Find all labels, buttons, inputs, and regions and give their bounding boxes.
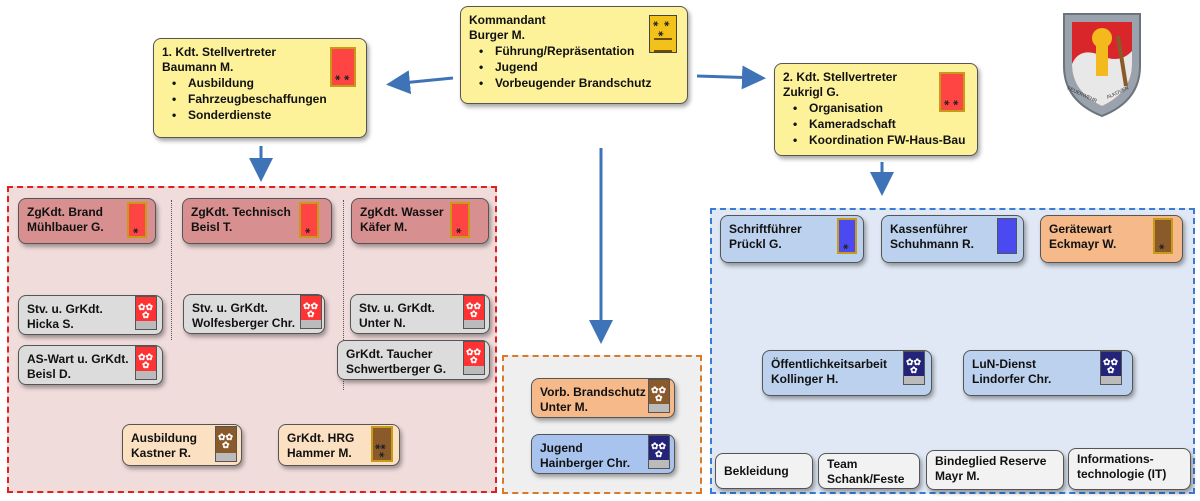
deputy1-title: 1. Kdt. Stellvertreter	[162, 45, 277, 59]
aswart-box[interactable]: AS-Wart u. GrKdt. Beisl D. ✿✿✿	[18, 345, 163, 385]
commander-duty: Vorbeugender Brandschutz	[479, 75, 679, 91]
fire-department-logo: FEUERWEHR ALKOVEN	[1060, 6, 1144, 118]
deputy1-name: Baumann M.	[162, 60, 234, 74]
rank-badge-blue	[997, 218, 1017, 254]
zug-technisch-box[interactable]: ZgKdt. Technisch Beisl T. ⚹	[182, 198, 332, 244]
separator-line	[343, 200, 344, 390]
commander-duty: Führung/Repräsentation	[479, 43, 679, 59]
rank-badge-navy-silver: ✿✿✿	[903, 351, 925, 385]
schriftfuehrer-box[interactable]: Schriftführer Prückl G. ⚹	[720, 215, 864, 263]
rank-badge-red-silver: ✿✿✿	[135, 296, 157, 330]
rank-badge-brown: ⚹⚹⚹	[371, 426, 393, 462]
rank-badge-red-silver: ✿✿✿	[463, 295, 485, 329]
stv-wolfesberger-box[interactable]: Stv. u. GrKdt. Wolfesberger Chr. ✿✿✿	[183, 294, 325, 334]
zug-brand-box[interactable]: ZgKdt. Brand Mühlbauer G. ⚹	[18, 198, 156, 244]
rank-badge-red-silver: ✿✿✿	[135, 346, 157, 380]
lun-dienst-box[interactable]: LuN-Dienst Lindorfer Chr. ✿✿✿	[963, 350, 1133, 396]
rank-badge-red-silver: ✿✿✿	[300, 295, 322, 329]
commander-title: Kommandant	[469, 13, 546, 27]
rank-badge-brown: ⚹	[1153, 218, 1173, 254]
oeffentlichkeitsarbeit-box[interactable]: Öffentlichkeitsarbeit Kollinger H. ✿✿✿	[762, 350, 932, 396]
vorb-brandschutz-box[interactable]: Vorb. Brandschutz Unter M. ✿✿✿	[531, 378, 675, 418]
stv-unter-box[interactable]: Stv. u. GrKdt. Unter N. ✿✿✿	[350, 294, 490, 334]
rank-badge-red-silver: ✿✿✿	[463, 341, 485, 375]
hrg-box[interactable]: GrKdt. HRG Hammer M. ⚹⚹⚹	[278, 424, 400, 466]
rank-badge-red: ⚹ ⚹	[939, 72, 965, 112]
rank-badge-navy-silver: ✿✿✿	[1100, 351, 1122, 385]
rank-badge-gold: ⚹ ⚹ ⚹	[649, 15, 677, 53]
deputy1-duty: Fahrzeugbeschaffungen	[172, 91, 358, 107]
rank-badge-navy-silver: ✿✿✿	[648, 435, 670, 469]
rank-badge-red: ⚹	[127, 202, 147, 238]
separator-line	[171, 200, 172, 340]
rank-badge-red: ⚹	[299, 202, 319, 238]
rank-badge-red: ⚹ ⚹	[330, 47, 356, 87]
ausbildung-box[interactable]: Ausbildung Kastner R. ✿✿✿	[122, 424, 242, 466]
deputy2-box[interactable]: 2. Kdt. Stellvertreter Zukrigl G. Organi…	[774, 63, 978, 156]
zug-wasser-box[interactable]: ZgKdt. Wasser Käfer M. ⚹	[351, 198, 489, 244]
rank-badge-red: ⚹	[450, 202, 470, 238]
deputy1-duty: Ausbildung	[172, 75, 358, 91]
rank-badge-brown-silver: ✿✿✿	[215, 426, 237, 462]
commander-box[interactable]: Kommandant Burger M. Führung/Repräsentat…	[460, 6, 688, 104]
rank-badge-brown-silver: ✿✿✿	[648, 379, 670, 413]
jugend-box[interactable]: Jugend Hainberger Chr. ✿✿✿	[531, 434, 675, 474]
deputy1-box[interactable]: 1. Kdt. Stellvertreter Baumann M. Ausbil…	[153, 38, 367, 138]
commander-duty: Jugend	[479, 59, 679, 75]
it-box[interactable]: Informations- technologie (IT)	[1068, 448, 1191, 490]
deputy2-duty: Koordination FW-Haus-Bau	[793, 132, 969, 148]
bindeglied-box[interactable]: Bindeglied Reserve Mayr M.	[926, 450, 1064, 490]
kassenfuehrer-box[interactable]: Kassenführer Schuhmann R.	[881, 215, 1024, 263]
bekleidung-box[interactable]: Bekleidung	[715, 453, 813, 489]
stv-hicka-box[interactable]: Stv. u. GrKdt. Hicka S. ✿✿✿	[18, 295, 163, 335]
team-box[interactable]: Team Schank/Feste	[818, 453, 920, 489]
rank-badge-blue: ⚹	[837, 218, 857, 254]
commander-name: Burger M.	[469, 28, 526, 42]
deputy2-duty: Kameradschaft	[793, 116, 969, 132]
deputy2-title: 2. Kdt. Stellvertreter	[783, 70, 898, 84]
taucher-box[interactable]: GrKdt. Taucher Schwertberger G. ✿✿✿	[337, 340, 490, 380]
deputy1-duty: Sonderdienste	[172, 107, 358, 123]
geraetewart-box[interactable]: Gerätewart Eckmayr W. ⚹	[1040, 215, 1183, 263]
deputy2-name: Zukrigl G.	[783, 85, 840, 99]
deputy2-duty: Organisation	[793, 100, 969, 116]
